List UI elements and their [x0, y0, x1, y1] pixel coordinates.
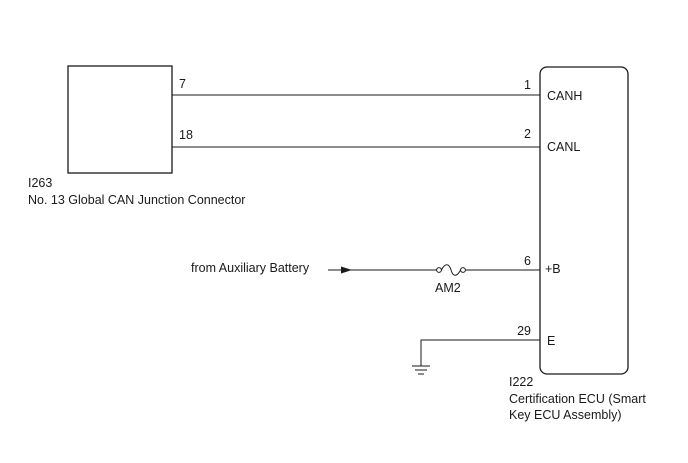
fuse-label: AM2	[435, 281, 461, 295]
junction-pin-canh: 7	[179, 77, 186, 91]
ecu-pin-number-b: 6	[524, 254, 531, 268]
fuse-icon	[436, 264, 466, 276]
junction-pin-canl: 18	[179, 128, 193, 142]
ecu-pin-label-b: +B	[545, 262, 561, 276]
ground-icon	[412, 365, 430, 375]
ecu-code: I222	[509, 375, 533, 389]
ecu-pin-label-canl: CANL	[547, 140, 580, 154]
ground-wire	[420, 339, 540, 366]
junction-connector-code: I263	[28, 176, 52, 190]
ecu-box	[539, 66, 629, 375]
ecu-name-line2: Key ECU Assembly)	[509, 408, 622, 422]
junction-connector-name: No. 13 Global CAN Junction Connector	[28, 193, 245, 207]
ecu-pin-number-canl: 2	[524, 127, 531, 141]
junction-connector-box	[67, 65, 173, 174]
ecu-pin-label-canh: CANH	[547, 89, 582, 103]
ecu-pin-label-e: E	[547, 334, 555, 348]
ecu-pin-number-canh: 1	[524, 78, 531, 92]
ecu-pin-number-e: 29	[517, 324, 531, 338]
power-source-label: from Auxiliary Battery	[191, 261, 310, 275]
ecu-name-line1: Certification ECU (Smart	[509, 392, 646, 406]
